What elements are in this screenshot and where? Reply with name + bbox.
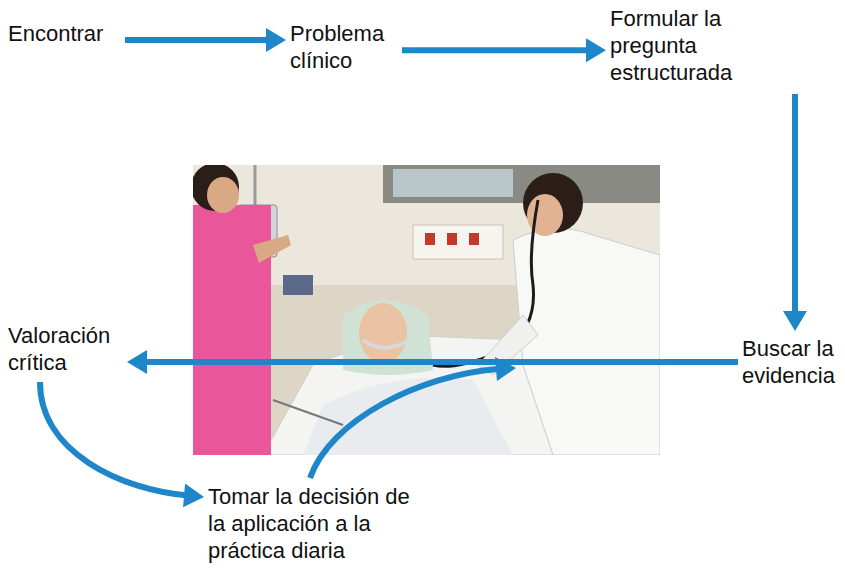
- photo-background: [193, 165, 660, 455]
- step-text: Problema clínico: [290, 20, 398, 74]
- decor-arrow-line: [310, 369, 498, 478]
- flow-arrow: [125, 28, 286, 52]
- outlet: [425, 233, 435, 245]
- oxygen-tube: [363, 340, 408, 348]
- arrow-head: [586, 38, 606, 62]
- flow-arrow: [783, 94, 807, 331]
- device: [283, 275, 313, 295]
- step-label: Tomar la decisión de la aplicación a la …: [208, 483, 425, 564]
- nurse-white-uniform: [513, 229, 660, 455]
- arrow-head: [783, 311, 807, 331]
- flow-arrow: [40, 382, 204, 507]
- nurse-face: [207, 177, 239, 213]
- decor-arrow: [310, 357, 516, 478]
- step-text: Tomar la decisión de la aplicación a la …: [208, 483, 425, 564]
- step-text: Valoración crítica: [8, 322, 123, 376]
- wall-panel: [413, 225, 503, 259]
- flow-arrow-line: [40, 382, 190, 496]
- window-glass: [393, 169, 513, 197]
- window-frame: [383, 165, 660, 203]
- step-text: Encontrar: [8, 20, 123, 47]
- flow-arrow-line: [125, 37, 272, 43]
- step-label: Valoración crítica: [8, 322, 123, 376]
- flow-arrow-line: [141, 359, 738, 365]
- step-label: Encontrar: [8, 20, 123, 47]
- nurse-pink-uniform: [193, 205, 271, 455]
- arrow-head: [266, 28, 286, 52]
- nurse-arm: [253, 235, 291, 263]
- arrow-head: [127, 350, 147, 374]
- flow-arrow-line: [402, 47, 592, 53]
- arrow-head: [183, 483, 204, 507]
- step-text: Buscar la evidencia: [742, 335, 842, 389]
- outlet: [469, 233, 479, 245]
- clinical-photo: [193, 165, 660, 455]
- iv-line: [273, 400, 343, 425]
- flow-arrow-line: [792, 94, 798, 317]
- step-text: Formular la pregunta estructurada: [610, 5, 800, 86]
- flow-arrow: [127, 350, 738, 374]
- step-label: Problema clínico: [290, 20, 398, 74]
- outlet: [447, 233, 457, 245]
- flow-arrow: [402, 38, 606, 62]
- step-label: Formular la pregunta estructurada: [610, 5, 800, 86]
- step-label: Buscar la evidencia: [742, 335, 842, 389]
- patient-head: [359, 303, 407, 363]
